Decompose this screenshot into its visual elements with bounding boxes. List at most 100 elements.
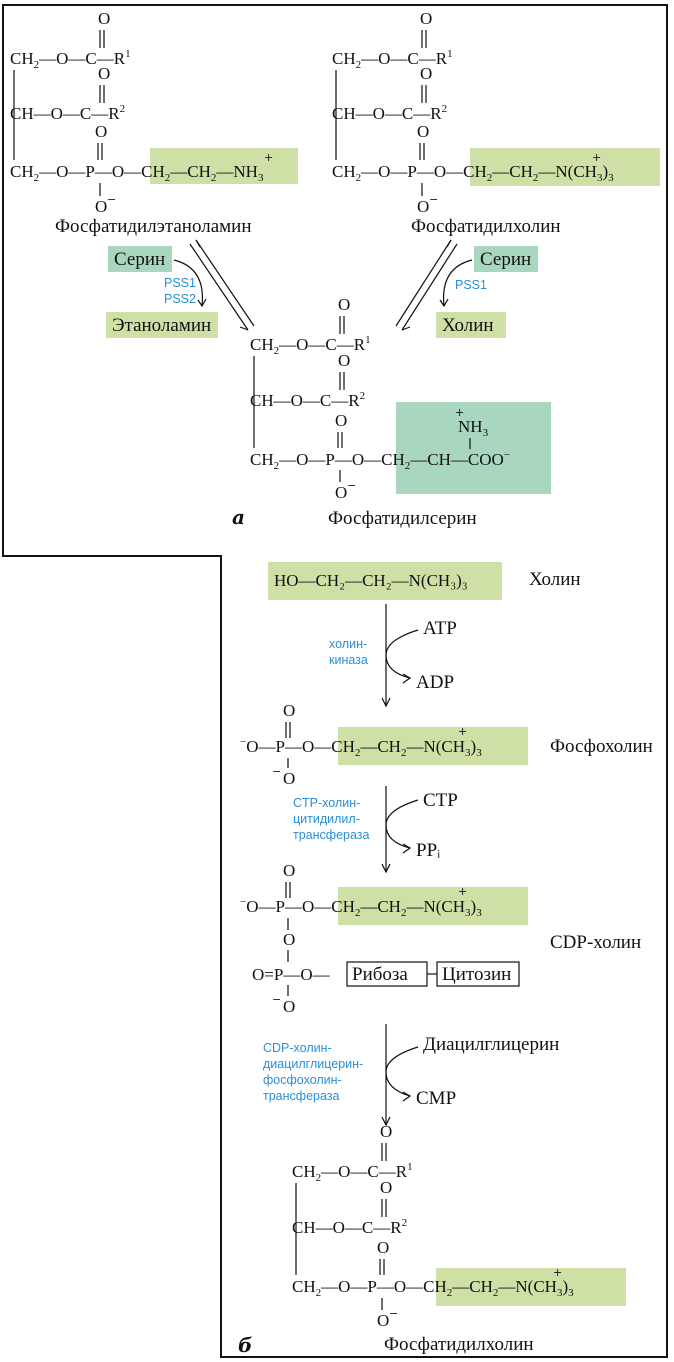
svg-text:O: O xyxy=(377,1311,389,1330)
svg-text:O: O xyxy=(283,997,295,1016)
serine-left: Серин xyxy=(114,249,165,270)
svg-text:CH2—O—P—O—CH2—CH2—N(CH3)3: CH2—O—P—O—CH2—CH2—N(CH3)3 xyxy=(332,162,614,184)
svg-text:O: O xyxy=(338,351,350,370)
svg-text:O: O xyxy=(283,769,295,788)
ethanolamine-highlight xyxy=(150,148,298,184)
step1-arrow: холин- киназа ATP ADP xyxy=(329,604,457,708)
enzyme-pss2-left: PSS2 xyxy=(164,292,196,306)
svg-text:O: O xyxy=(98,9,110,28)
svg-text:O: O xyxy=(283,930,295,949)
figure-frame xyxy=(2,4,668,1358)
choline-highlight-b xyxy=(268,562,502,600)
svg-text:+: + xyxy=(592,151,601,164)
phosphocholine-label: Фосфохолин xyxy=(550,736,653,757)
svg-text:CH2—O—C—R1: CH2—O—C—R1 xyxy=(10,48,131,71)
svg-text:−: − xyxy=(107,193,116,206)
svg-text:O: O xyxy=(380,1122,392,1141)
cpt-line3: фосфохолин- xyxy=(263,1073,342,1087)
step2-arrow: CTP-холин- цитидилил- трансфераза CTP PP… xyxy=(293,786,458,874)
ribose-label: Рибоза xyxy=(352,964,408,985)
svg-text:NH3: NH3 xyxy=(458,417,489,439)
panel-b-marker: б xyxy=(238,1333,252,1357)
svg-text:O: O xyxy=(380,1178,392,1197)
panel-a-marker: a xyxy=(232,505,245,529)
phosphatidylethanolamine-structure: CH2—O—C—R1 O CH—O—C—R2 O CH2—O—P—O—CH2—C… xyxy=(10,9,298,237)
svg-text:CH2—O—P—O—CH2—CH2—N(CH3)3: CH2—O—P—O—CH2—CH2—N(CH3)3 xyxy=(292,1277,574,1299)
cpt-line2: диацилглицерин- xyxy=(263,1057,363,1071)
svg-text:−: − xyxy=(272,993,281,1006)
phosphatidylcholine-structure-b: CH2—O—C—R1 O CH—O—C—R2 O CH2—O—P—O—CH2—C… xyxy=(238,1122,626,1357)
ps-label: Фосфатидилсерин xyxy=(328,508,477,529)
svg-text:O: O xyxy=(335,483,347,502)
svg-text:CH—O—C—R2: CH—O—C—R2 xyxy=(332,103,447,123)
svg-text:O: O xyxy=(338,295,350,314)
svg-text:O: O xyxy=(283,701,295,720)
svg-text:+: + xyxy=(455,406,464,419)
enzyme-pss1-left: PSS1 xyxy=(164,276,196,290)
svg-text:O: O xyxy=(420,64,432,83)
ethanolamine-box xyxy=(106,312,218,338)
svg-text:−: − xyxy=(272,765,281,778)
atp-label: ATP xyxy=(423,618,457,639)
ethanolamine-label: Этаноламин xyxy=(112,315,211,336)
svg-text:O: O xyxy=(335,411,347,430)
svg-text:O: O xyxy=(98,64,110,83)
cct-line2: цитидилил- xyxy=(293,812,360,826)
svg-text:O: O xyxy=(420,9,432,28)
svg-text:CH2—O—C—R1: CH2—O—C—R1 xyxy=(332,48,453,71)
cytosine-label: Цитозин xyxy=(442,964,511,985)
svg-text:O=P—O—: O=P—O— xyxy=(252,965,331,984)
ctp-label: CTP xyxy=(423,790,458,811)
cct-line3: трансфераза xyxy=(293,828,370,842)
svg-text:−O—P—O—CH2—CH2—N(CH3)3: −O—P—O—CH2—CH2—N(CH3)3 xyxy=(240,896,482,919)
right-exchange-reaction: Серин Холин PSS1 xyxy=(395,239,538,338)
serine-highlight xyxy=(396,402,551,494)
svg-text:CH2—O—P—O—CH2—CH2—NH3: CH2—O—P—O—CH2—CH2—NH3 xyxy=(10,162,264,184)
svg-text:O: O xyxy=(95,122,107,141)
svg-text:CH—O—C—R2: CH—O—C—R2 xyxy=(250,390,365,410)
cdp-choline-highlight xyxy=(338,887,528,925)
serine-right: Серин xyxy=(480,249,531,270)
serine-box-right xyxy=(474,246,538,272)
cdp-choline-label: CDP-холин xyxy=(550,932,641,953)
enzyme-pss1-right: PSS1 xyxy=(455,278,487,292)
pc-label-final: Фосфатидилхолин xyxy=(384,1334,534,1355)
cytosine-box xyxy=(436,961,520,987)
kinase-line1: холин- xyxy=(329,637,367,651)
svg-text:CH—O—C—R2: CH—O—C—R2 xyxy=(292,1217,407,1237)
cct-line1: CTP-холин- xyxy=(293,796,360,810)
phosphocholine-structure: −O—P—O—CH2—CH2—N(CH3)3 O O− + Фосфохолин xyxy=(240,701,653,788)
svg-text:−: − xyxy=(347,479,356,492)
svg-text:CH2—O—C—R1: CH2—O—C—R1 xyxy=(292,1161,413,1184)
cmp-label: CMP xyxy=(416,1088,456,1109)
svg-text:O: O xyxy=(95,197,107,216)
cdp-choline-structure: −O—P—O—CH2—CH2—N(CH3)3 O O O=P—O— O− + Р… xyxy=(240,861,641,1016)
choline-highlight-a xyxy=(470,148,660,186)
cpt-line4: трансфераза xyxy=(263,1089,340,1103)
serine-box-left xyxy=(108,246,172,272)
choline-label-a: Холин xyxy=(442,315,494,336)
choline-label-b: Холин xyxy=(529,569,581,590)
svg-text:CH—O—C—R2: CH—O—C—R2 xyxy=(10,103,125,123)
step3-arrow: CDP-холин- диацилглицерин- фосфохолин- т… xyxy=(263,1024,559,1127)
dag-label: Диацилглицерин xyxy=(423,1034,559,1055)
svg-text:+: + xyxy=(458,725,467,738)
ppi-label: PPᵢ xyxy=(416,840,440,861)
choline-highlight-final xyxy=(436,1268,626,1306)
pe-label: Фосфатидилэтаноламин xyxy=(55,216,252,237)
svg-text:O: O xyxy=(283,861,295,880)
svg-text:O: O xyxy=(417,122,429,141)
svg-text:O: O xyxy=(377,1238,389,1257)
left-exchange-reaction: Серин Этаноламин PSS1 PSS2 xyxy=(106,239,255,338)
svg-text:CH2—O—C—R1: CH2—O—C—R1 xyxy=(250,334,371,357)
svg-text:+: + xyxy=(458,885,467,898)
cpt-line1: CDP-холин- xyxy=(263,1041,332,1055)
phosphatidylserine-structure: CH2—O—C—R1 O CH—O—C—R2 O CH2—O—P—O—CH2—C… xyxy=(232,295,551,529)
choline-box-a xyxy=(436,312,506,338)
svg-text:−: − xyxy=(429,193,438,206)
svg-text:O: O xyxy=(417,197,429,216)
phosphatidylcholine-structure-a: CH2—O—C—R1 O CH—O—C—R2 O CH2—O—P—O—CH2—C… xyxy=(332,9,660,237)
adp-label: ADP xyxy=(416,672,454,693)
choline-formula: HO—CH₂—CH₂—N(CH₃)₃ xyxy=(274,571,468,590)
